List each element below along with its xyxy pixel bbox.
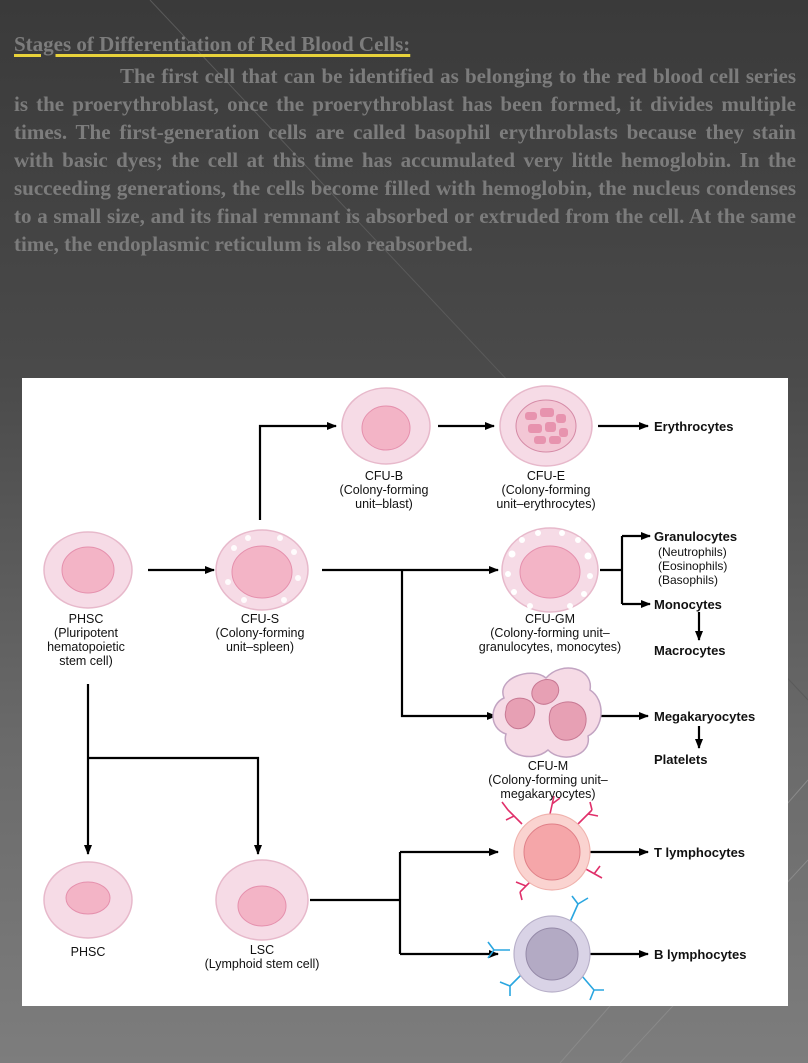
- cfu-gm-desc-1: (Colony-forming unit–: [490, 626, 610, 640]
- cfu-e-cell: [499, 385, 593, 467]
- cfu-b-name: CFU-B: [365, 469, 403, 483]
- output-platelets: Platelets: [654, 752, 707, 767]
- b-lymphocyte-cell: [487, 895, 604, 1001]
- cfu-b-desc-2: unit–blast): [355, 497, 413, 511]
- cfu-m-desc-2: megakaryocytes): [500, 787, 595, 801]
- output-eosinophils: (Eosinophils): [658, 559, 727, 573]
- cfu-b-cell: [341, 387, 431, 465]
- phsc-name: PHSC: [69, 612, 104, 626]
- cfu-s-desc-2: unit–spleen): [226, 640, 294, 654]
- output-erythrocytes: Erythrocytes: [654, 419, 733, 434]
- differentiation-diagram: CFU-B (Colony-forming unit–blast) CFU-E …: [22, 378, 788, 1006]
- output-macrocytes: Macrocytes: [654, 643, 726, 658]
- lsc-name: LSC: [250, 943, 274, 957]
- cfu-gm-name: CFU-GM: [525, 612, 575, 626]
- cfu-s-name: CFU-S: [241, 612, 279, 626]
- phsc-desc-3: stem cell): [59, 654, 112, 668]
- slide-heading: Stages of Differentiation of Red Blood C…: [14, 32, 411, 56]
- lsc-cell: [215, 859, 309, 941]
- phsc-desc-1: (Pluripotent: [54, 626, 118, 640]
- cfu-b-desc-1: (Colony-forming: [340, 483, 429, 497]
- output-t-lymphocytes: T lymphocytes: [654, 845, 745, 860]
- cfu-s-cell: [215, 529, 309, 611]
- cfu-e-desc-2: unit–erythrocytes): [496, 497, 595, 511]
- lsc-desc-1: (Lymphoid stem cell): [205, 957, 320, 971]
- cfu-s-desc-1: (Colony-forming: [216, 626, 305, 640]
- cfu-e-desc-1: (Colony-forming: [502, 483, 591, 497]
- phsc-cell: [43, 531, 133, 609]
- output-monocytes: Monocytes: [654, 597, 722, 612]
- t-lymphocyte-cell: [501, 795, 603, 901]
- phsc-bottom-name: PHSC: [71, 945, 106, 959]
- cfu-gm-cell: [501, 527, 599, 613]
- connector-arrows: [84, 422, 703, 958]
- cfu-m-name: CFU-M: [528, 759, 568, 773]
- phsc-bottom-cell: [43, 861, 133, 939]
- cfu-m-cell: [492, 667, 602, 758]
- output-basophils: (Basophils): [658, 573, 718, 587]
- output-neutrophils: (Neutrophils): [658, 545, 727, 559]
- output-b-lymphocytes: B lymphocytes: [654, 947, 746, 962]
- cfu-m-desc-1: (Colony-forming unit–: [488, 773, 608, 787]
- slide-paragraph: The first cell that can be identified as…: [14, 64, 796, 256]
- cfu-e-name: CFU-E: [527, 469, 565, 483]
- phsc-desc-2: hematopoietic: [47, 640, 125, 654]
- output-granulocytes: Granulocytes: [654, 529, 737, 544]
- output-megakaryocytes: Megakaryocytes: [654, 709, 755, 724]
- cfu-gm-desc-2: granulocytes, monocytes): [479, 640, 621, 654]
